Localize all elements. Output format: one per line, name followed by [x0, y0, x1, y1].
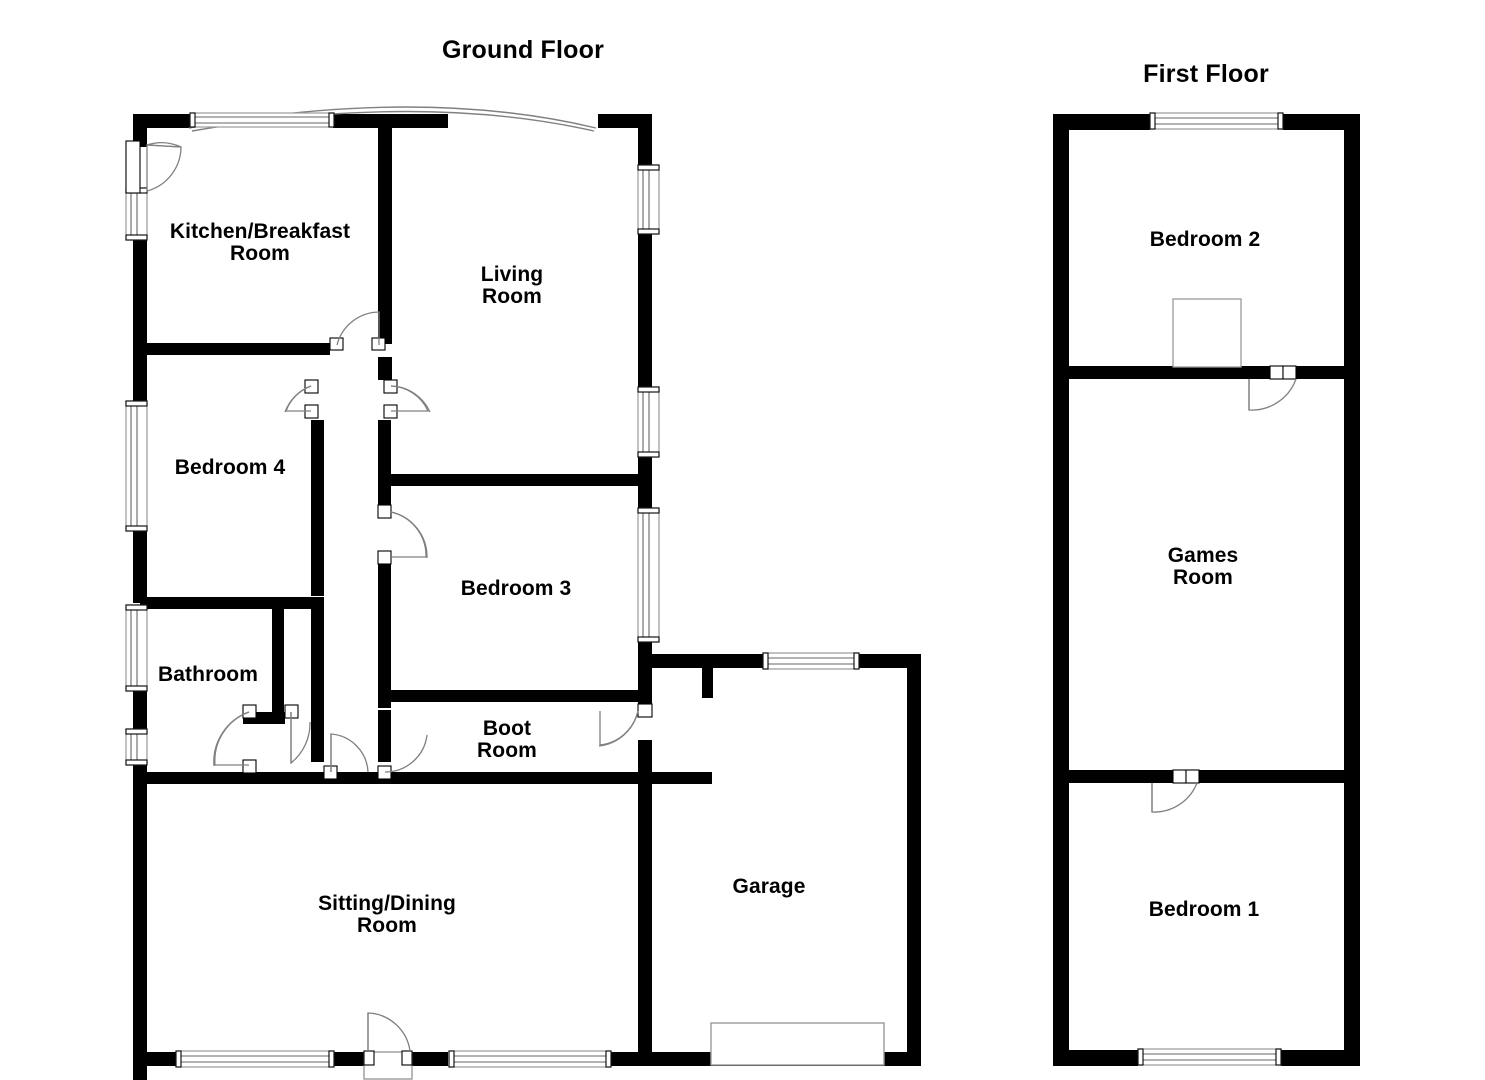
window-living-right-upper	[637, 164, 660, 235]
ff-wall-right	[1344, 114, 1360, 1066]
ff-wall-top-right	[1283, 114, 1360, 130]
door-hall-sitting-left[interactable]	[323, 733, 369, 780]
wall-hall-right-upper	[378, 420, 391, 513]
wall-sitting-garage-divider	[638, 760, 652, 1060]
room-label-bedroom-3: Bedroom 3	[460, 576, 572, 600]
window-bathroom-left-lower	[125, 728, 148, 766]
wall-left-seg3	[133, 528, 147, 603]
wall-garage-right	[907, 654, 921, 1066]
window-kitchen-left	[125, 187, 148, 241]
wall-hall-left-upper	[311, 420, 324, 596]
wall-bath-closet-vertical	[272, 603, 284, 718]
door-sitting-external[interactable]	[363, 1012, 413, 1080]
wall-hall-right-mid	[378, 558, 391, 708]
window-sitting-bottom-right	[448, 1050, 612, 1068]
room-label-boot-room: Boot Room	[477, 716, 537, 762]
ff-window-bedroom2-top	[1149, 112, 1284, 130]
ff-wall-left	[1053, 114, 1069, 1066]
window-bathroom-left-upper	[125, 604, 148, 692]
wall-garage-top-right	[858, 654, 921, 668]
garage-door[interactable]	[710, 1022, 885, 1066]
ff-window-bedroom1-bottom	[1137, 1048, 1282, 1066]
room-label-games-room: Games Room	[1167, 543, 1239, 589]
ff-wall-games-bed1-divider-right	[1195, 770, 1352, 783]
window-bedroom4-left	[125, 400, 148, 532]
wall-garage-stub	[702, 668, 713, 698]
wall-kitchen-living-divider	[378, 114, 392, 344]
door-hall-bedroom3[interactable]	[377, 504, 428, 565]
wall-boot-garage-divider	[638, 666, 652, 708]
wall-top-kitchen	[133, 114, 190, 128]
wall-hall-left-bottom	[311, 710, 324, 762]
room-label-bedroom-1: Bedroom 1	[1148, 897, 1260, 921]
room-label-bedroom-4: Bedroom 4	[174, 455, 286, 479]
wall-bed3-boot-divider	[391, 690, 645, 702]
wall-living-bed3-divider	[391, 474, 645, 486]
room-label-sitting-dining-room: Sitting/Dining Room	[318, 891, 456, 937]
stairwell-opening	[1172, 298, 1242, 368]
wall-bed4-bath-divider	[140, 597, 324, 609]
ff-wall-bottom-left	[1053, 1050, 1138, 1066]
ground-floor-title: Ground Floor	[441, 36, 605, 64]
wall-left-seg2	[133, 238, 147, 404]
room-label-living-room: Living Room	[480, 262, 544, 308]
wall-left-seg4	[133, 688, 147, 731]
wall-boot-bottom	[140, 772, 712, 784]
wall-kitchen-living-divider-lower	[378, 357, 392, 380]
ff-wall-top-left	[1053, 114, 1150, 130]
wall-left-seg5	[133, 762, 147, 1080]
door-hall-sitting-right[interactable]	[377, 734, 428, 780]
ff-wall-bed2-games-divider	[1063, 366, 1270, 379]
door-boot-garage[interactable]	[598, 703, 653, 747]
wall-hall-right-lower	[378, 710, 391, 762]
wall-garage-top-left	[638, 654, 763, 668]
ff-wall-bed2-games-divider-right	[1296, 366, 1352, 379]
door-hall-bedroom4[interactable]	[284, 379, 319, 419]
door-hall-living[interactable]	[383, 379, 431, 419]
door-wc-closet[interactable]	[284, 704, 311, 765]
window-sitting-bottom-left	[175, 1050, 335, 1068]
wall-right-seg2	[638, 232, 652, 389]
room-label-garage: Garage	[732, 874, 806, 898]
first-floor-group	[1053, 112, 1360, 1066]
ff-wall-games-bed1-divider	[1063, 770, 1173, 783]
wall-bottom-seg1	[133, 1052, 176, 1066]
wall-boot-garage-divider2	[638, 740, 652, 772]
ff-wall-bottom-right	[1281, 1050, 1360, 1066]
window-bedroom3-right	[637, 507, 660, 643]
wall-bay-right-return	[598, 114, 652, 128]
window-living-right-lower	[637, 386, 660, 458]
room-label-kitchen-breakfast-room: Kitchen/Breakfast Room	[169, 219, 351, 265]
ground-floor-group	[125, 106, 921, 1080]
wall-left-seg1	[133, 114, 147, 147]
ff-door-bedroom2-games[interactable]	[1248, 365, 1297, 411]
first-floor-title: First Floor	[1143, 60, 1269, 88]
wall-hall-left-lower	[311, 608, 324, 710]
wall-bottom-seg3	[410, 1052, 448, 1066]
wall-kitchen-bed4-divider	[140, 343, 330, 355]
ff-door-games-bedroom1[interactable]	[1151, 769, 1200, 813]
door-kitchen-external[interactable]	[125, 140, 182, 194]
door-kitchen-hall[interactable]	[329, 311, 386, 351]
room-label-bathroom: Bathroom	[158, 662, 258, 686]
window-garage-top	[762, 652, 860, 670]
wall-bay-left-return	[392, 114, 448, 128]
room-label-bedroom-2: Bedroom 2	[1149, 227, 1261, 251]
door-bathroom[interactable]	[213, 704, 257, 774]
window-kitchen-top	[189, 112, 335, 128]
